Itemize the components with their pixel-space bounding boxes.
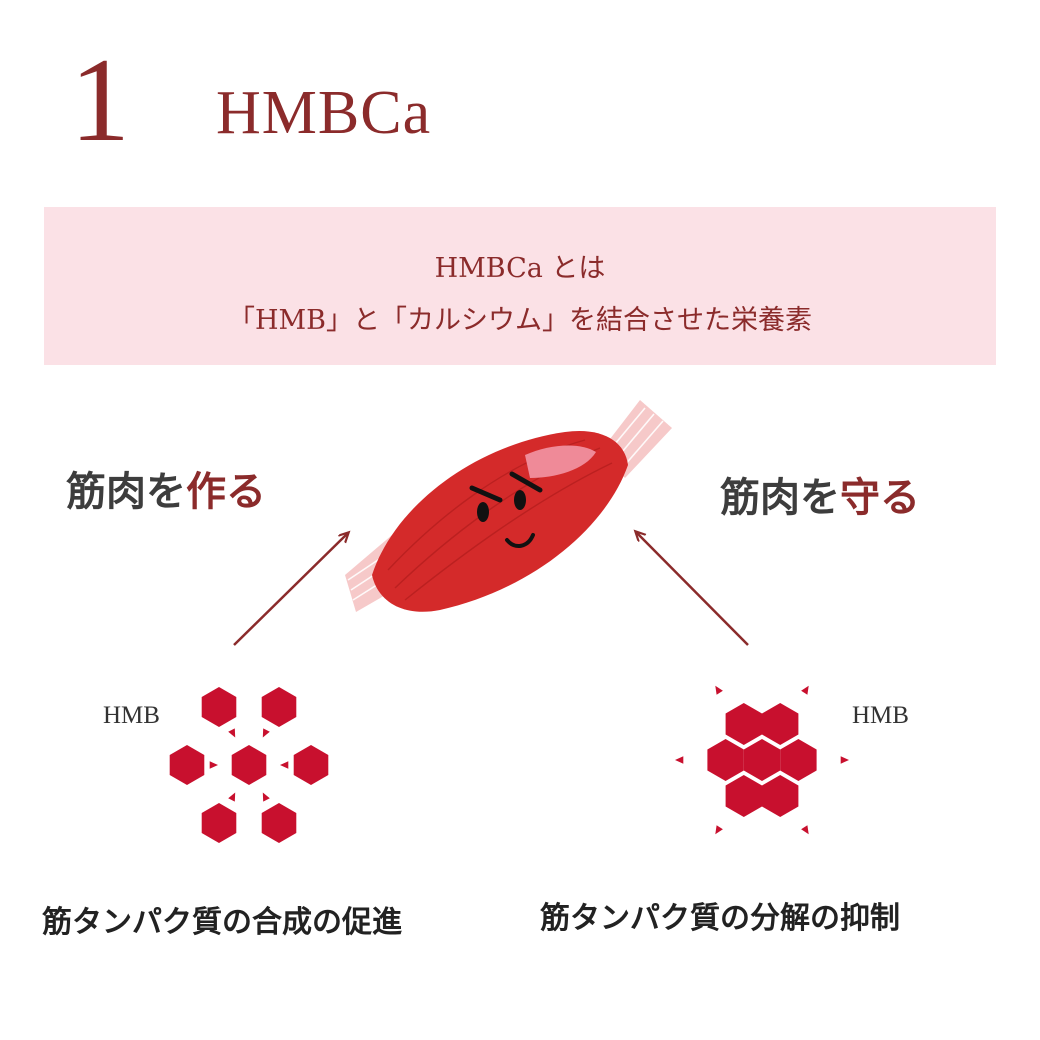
pointer-icon <box>280 761 289 769</box>
pointer-icon <box>228 792 236 802</box>
left-heading: 筋肉を作る <box>66 472 266 512</box>
hexagon <box>169 745 205 785</box>
left-molecule-label: HMB <box>103 702 160 729</box>
page-title: HMBCa <box>216 79 432 147</box>
hexagon <box>725 703 762 745</box>
hexagon <box>261 803 297 843</box>
hexagon <box>201 687 237 727</box>
pointer-icon <box>228 728 236 738</box>
left-heading-accent: 作る <box>186 469 266 515</box>
hexagon <box>762 703 799 745</box>
section-number: 1 <box>70 33 130 166</box>
pointer-icon <box>801 685 809 695</box>
hexagon <box>743 739 781 781</box>
hexagon <box>293 745 329 785</box>
left-caption: 筋タンパク質の合成の促進 <box>42 905 402 940</box>
hexagon-cluster-icon <box>169 687 329 843</box>
pointer-icon <box>715 685 723 695</box>
right-heading-prefix: 筋肉を <box>720 475 840 521</box>
hexagon-cluster-icon <box>675 685 849 835</box>
left-arrow <box>233 533 348 646</box>
right-molecule-label: HMB <box>852 702 909 729</box>
pointer-icon <box>209 761 218 769</box>
definition-line-2: 「HMB」と「カルシウム」を結合させた栄養素 <box>227 305 813 336</box>
right-heading-accent: 守る <box>840 475 920 521</box>
hexagon <box>707 739 744 781</box>
hexagon <box>762 775 799 817</box>
pointer-icon <box>840 756 849 764</box>
right-arrow <box>636 532 749 646</box>
right-heading: 筋肉を守る <box>720 478 920 518</box>
left-heading-prefix: 筋肉を <box>66 469 186 515</box>
hexagon <box>231 745 267 785</box>
pointer-icon <box>262 728 270 738</box>
hexagon <box>201 803 237 843</box>
definition-line-1: HMBCa とは <box>434 253 606 284</box>
muscle-character-icon <box>345 400 672 612</box>
pointer-icon <box>675 756 684 764</box>
pointer-icon <box>715 825 723 835</box>
pointer-icon <box>262 792 270 802</box>
right-caption: 筋タンパク質の分解の抑制 <box>540 901 900 936</box>
hexagon <box>780 739 817 781</box>
pointer-icon <box>801 825 809 835</box>
definition-band: HMBCa とは 「HMB」と「カルシウム」を結合させた栄養素 <box>44 207 996 365</box>
hexagon <box>725 775 762 817</box>
hexagon <box>261 687 297 727</box>
